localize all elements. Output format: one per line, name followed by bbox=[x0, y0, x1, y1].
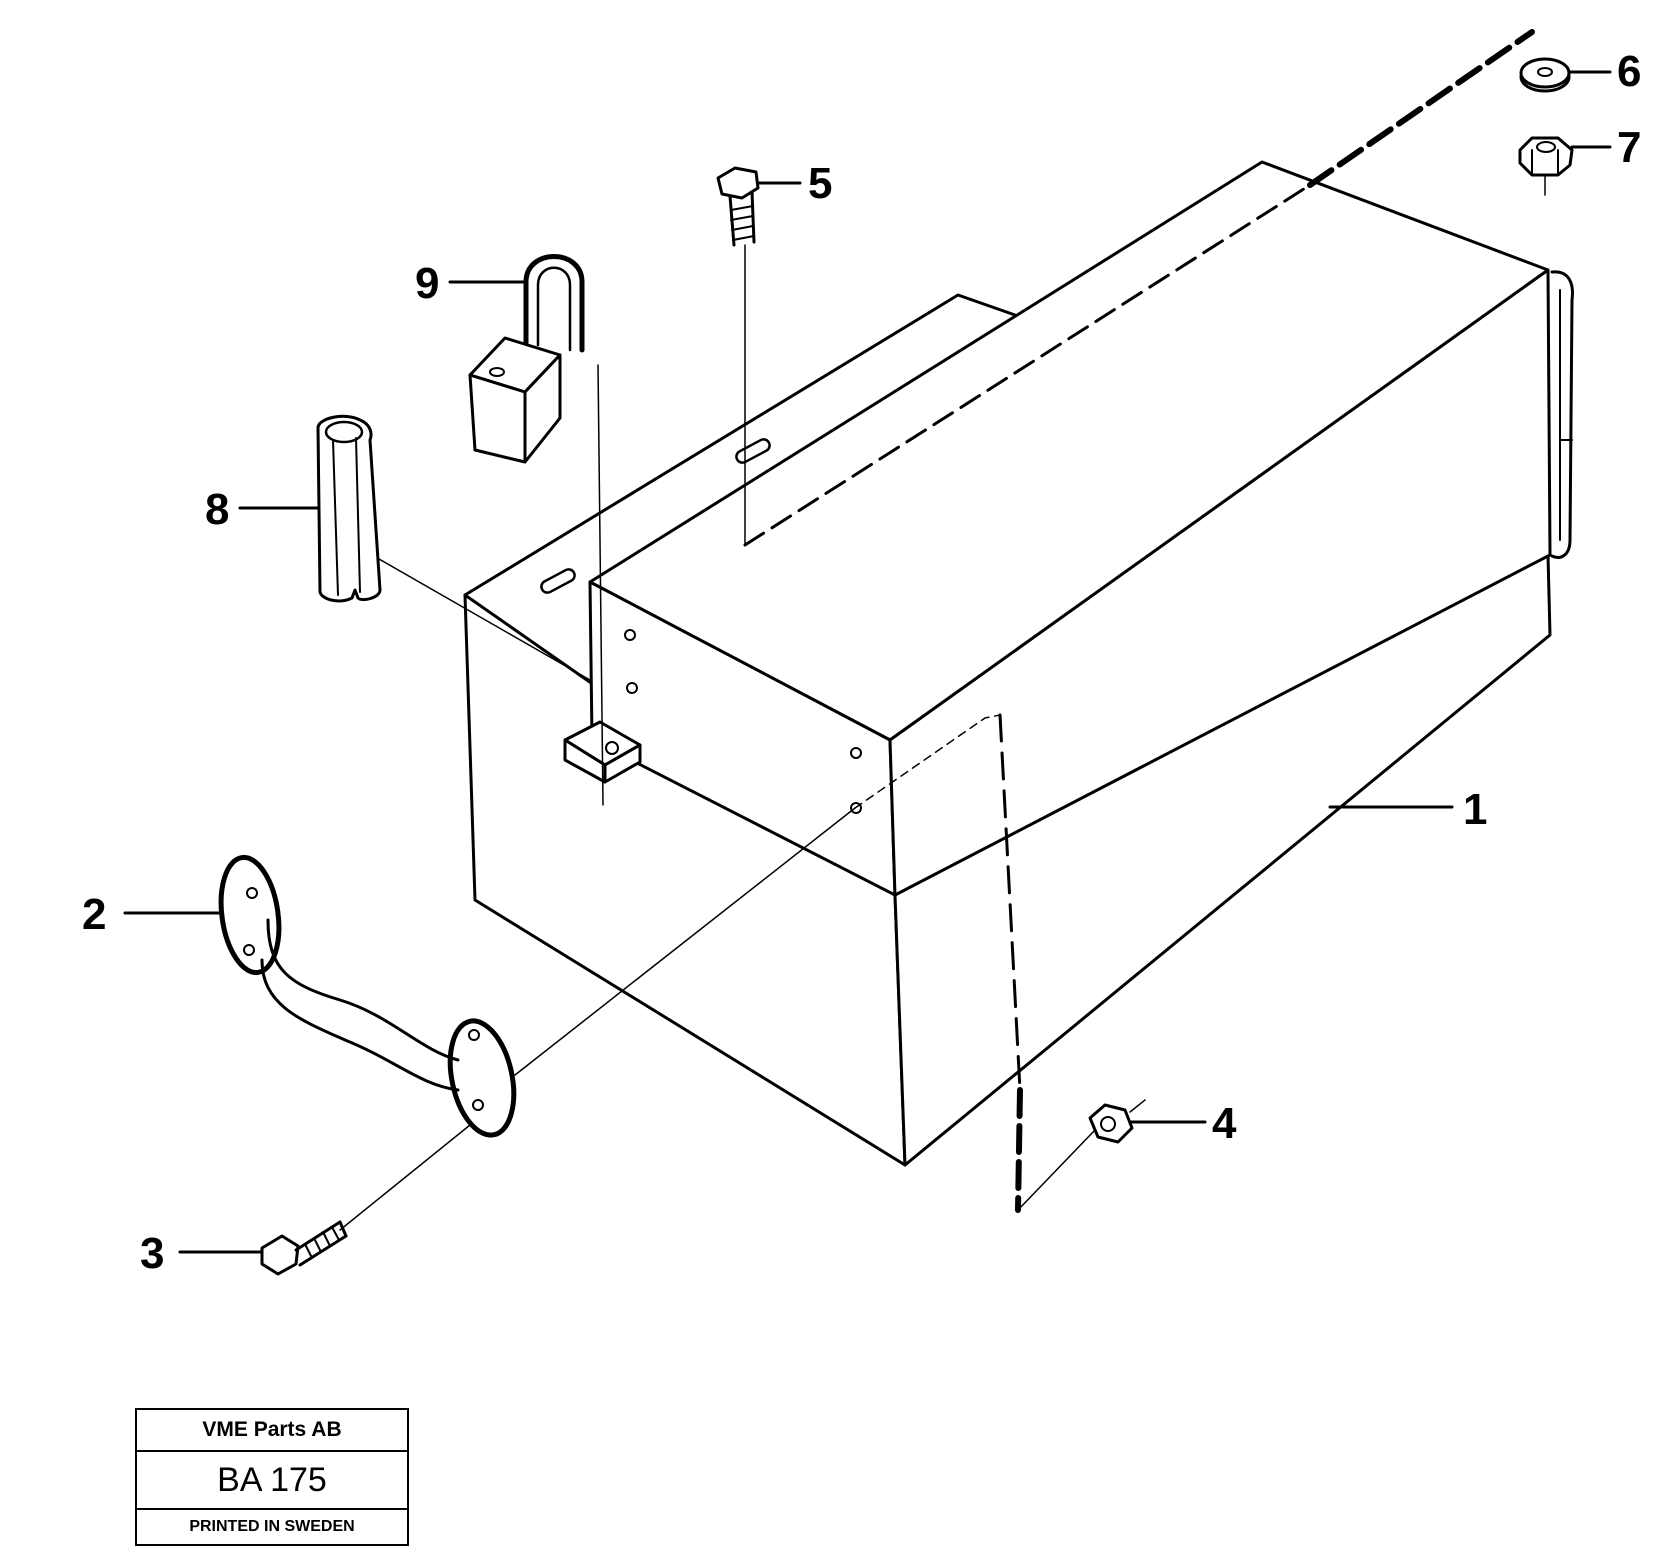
callout-2: 2 bbox=[82, 890, 107, 939]
screw bbox=[260, 1220, 348, 1276]
title-block-printed: PRINTED IN SWEDEN bbox=[189, 1518, 355, 1535]
padlock-9 bbox=[468, 254, 585, 464]
washer-6 bbox=[1519, 57, 1571, 93]
callout-4: 4 bbox=[1212, 1099, 1237, 1148]
nut-7 bbox=[1518, 136, 1574, 177]
callout-8: 8 bbox=[205, 485, 230, 534]
callout-3: 3 bbox=[140, 1229, 165, 1278]
callout-7: 7 bbox=[1617, 123, 1642, 172]
dashed-mount-lines bbox=[743, 29, 1535, 1213]
title-block-code: BA 175 bbox=[137, 1452, 407, 1510]
callout-5: 5 bbox=[808, 159, 833, 208]
nut-4 bbox=[1088, 1103, 1134, 1144]
callout-leaders bbox=[123, 70, 1612, 1254]
assembly-lines bbox=[339, 169, 1546, 1231]
handle bbox=[218, 854, 517, 1138]
title-block-company: VME Parts AB bbox=[137, 1410, 407, 1452]
callout-6: 6 bbox=[1617, 47, 1642, 96]
callout-1: 1 bbox=[1463, 785, 1488, 834]
callout-9: 9 bbox=[415, 259, 440, 308]
toolbox bbox=[463, 160, 1574, 1167]
bolt-5 bbox=[716, 166, 760, 247]
title-block: VME Parts AB BA 175 PRINTED IN SWEDEN bbox=[135, 1408, 409, 1546]
hinge-pin-8 bbox=[316, 414, 382, 603]
toolbox-hinge bbox=[1550, 270, 1574, 559]
